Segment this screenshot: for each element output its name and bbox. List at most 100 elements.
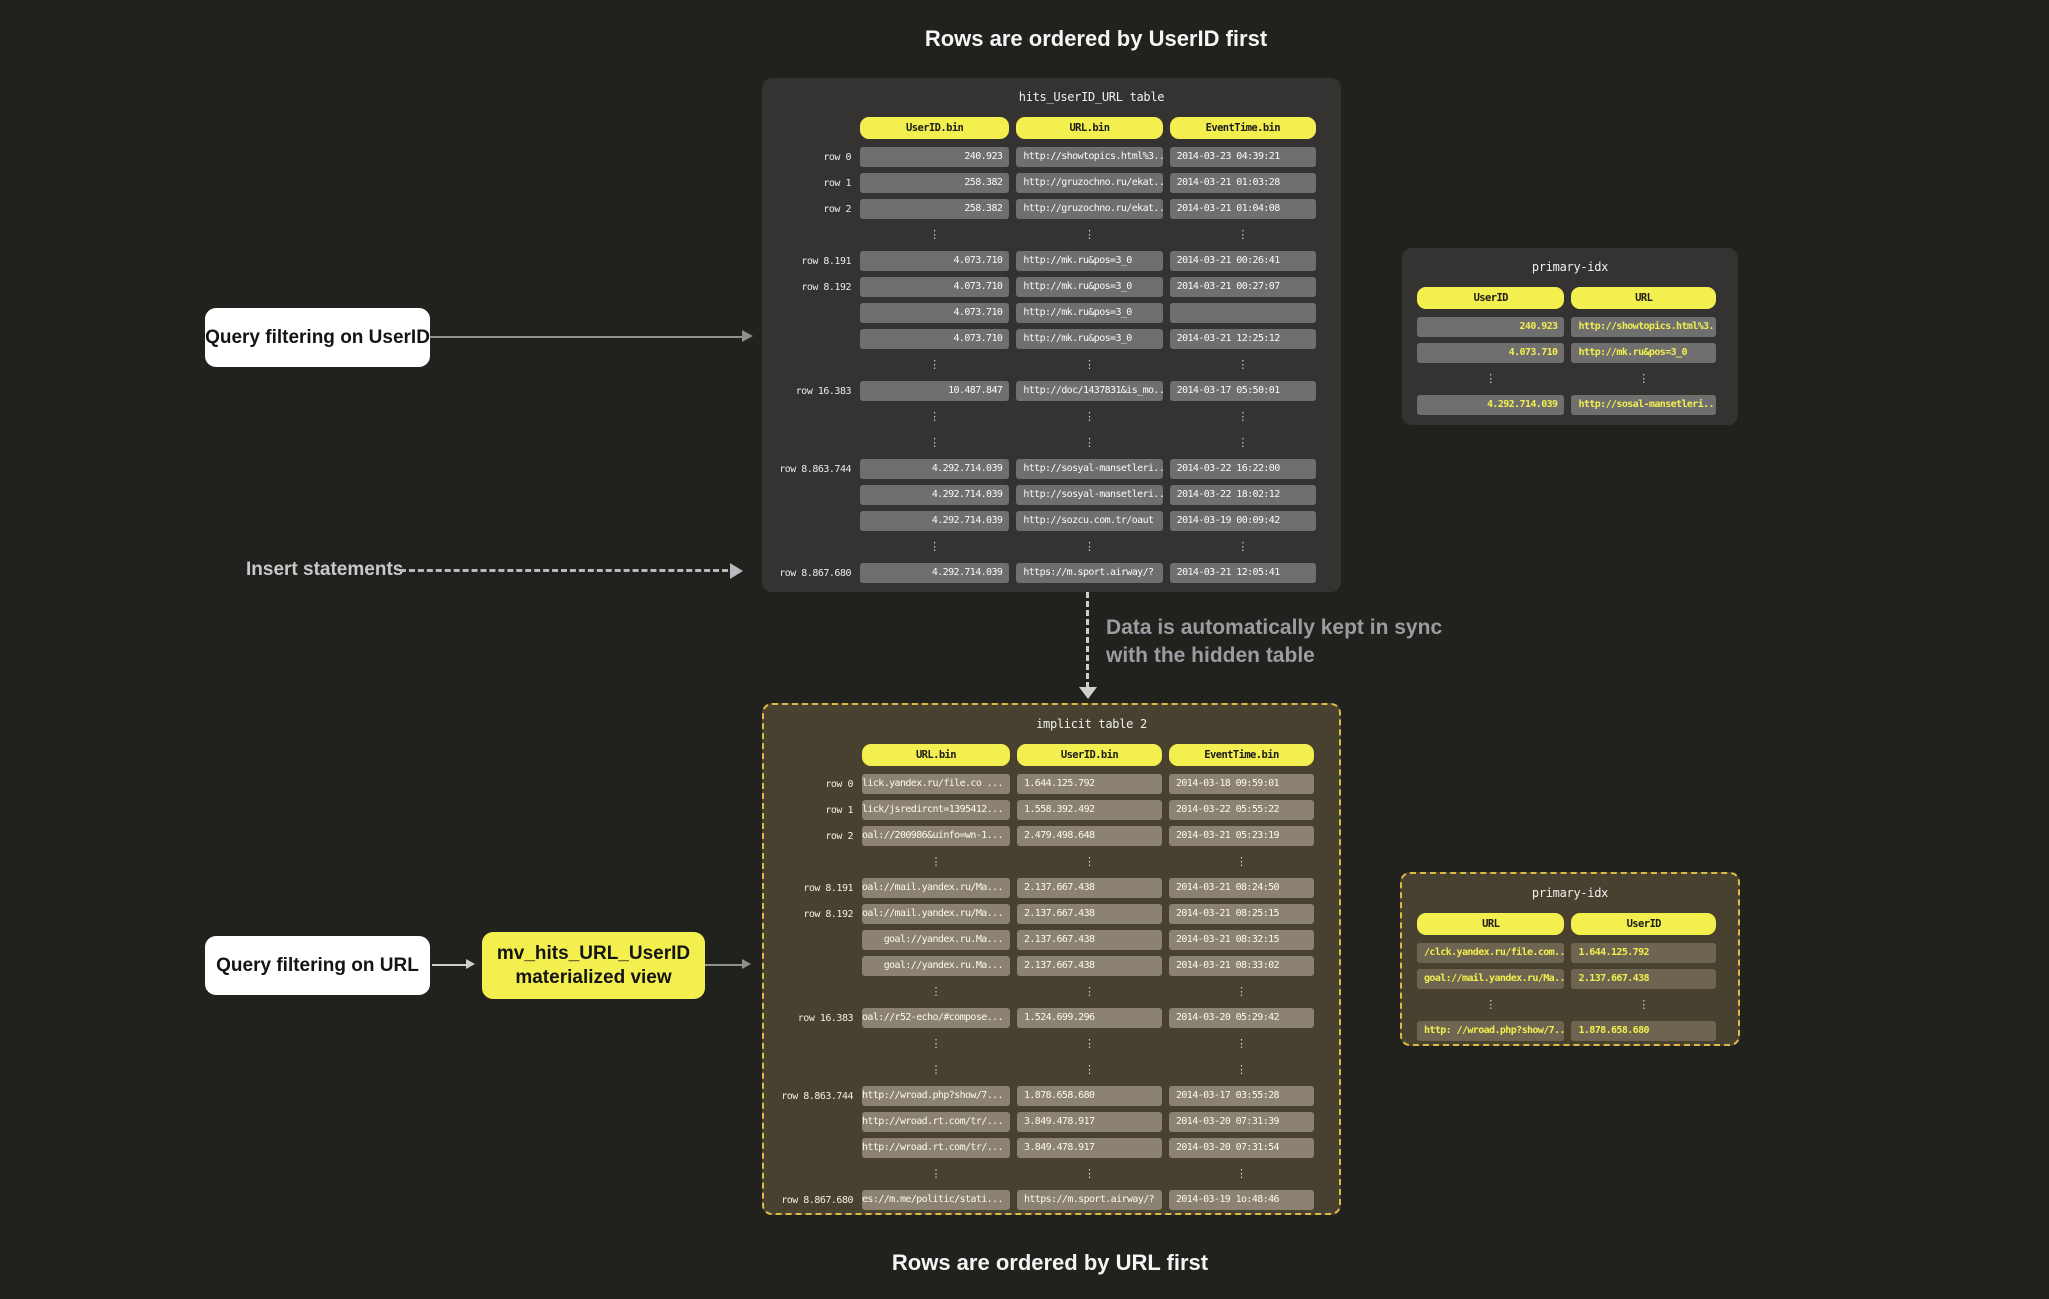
url-query-arrowhead-1-icon xyxy=(466,959,475,969)
table-cell: 4.073.710 xyxy=(860,303,1010,323)
table-cell: 2014-03-21 08:32:15 xyxy=(1168,930,1314,950)
table-cell: http://wroad.rt.com/tr/... xyxy=(862,1138,1010,1158)
ellipsis-row: ⋮⋮⋮ xyxy=(764,982,1321,1002)
ellipsis: ⋮ xyxy=(929,410,941,423)
table-cell: 2014-03-21 08:25:15 xyxy=(1168,904,1314,924)
column-header: UserID xyxy=(1571,913,1716,935)
table-title: hits_UserID_URL table xyxy=(1018,90,1165,104)
sync-note-line2: with the hidden table xyxy=(1106,644,1315,667)
table-cell: /clck.yandex.ru/file.com... xyxy=(1417,943,1565,963)
table-cell: 4.073.710 xyxy=(860,329,1010,349)
table-cell: goal://200986&uinfo=wn-1... xyxy=(862,826,1010,846)
table-cell: 2014-03-21 00:26:41 xyxy=(1169,251,1316,271)
row-label-gutter xyxy=(764,1164,862,1184)
table-cell: 2.137.667.438 xyxy=(1016,930,1162,950)
table-cell: 2014-03-20 05:29:42 xyxy=(1168,1008,1314,1028)
url-query-arrow-line-2 xyxy=(705,964,742,966)
row-label-gutter xyxy=(762,537,860,557)
row-label xyxy=(762,485,860,505)
insert-statements-arrow-line xyxy=(400,569,728,572)
table-cell: 3.849.478.917 xyxy=(1016,1112,1162,1132)
ellipsis-row: ⋮⋮⋮ xyxy=(764,1164,1321,1184)
table-cell: 258.382 xyxy=(860,173,1010,193)
table-cell: 2.137.667.438 xyxy=(1016,878,1162,898)
ellipsis-row: ⋮⋮⋮ xyxy=(762,433,1323,453)
table-cell: goal://mail.yandex.ru/Ma... xyxy=(862,878,1010,898)
table-cell: 4.073.710 xyxy=(860,277,1010,297)
insert-statements-arrowhead-icon xyxy=(730,563,743,579)
table-cell: 4.073.710 xyxy=(1417,343,1565,363)
url-query-arrow-line-1 xyxy=(432,964,466,966)
ellipsis: ⋮ xyxy=(1083,1037,1095,1050)
query-filtering-userid-label: Query filtering on UserID xyxy=(205,326,430,348)
ellipsis: ⋮ xyxy=(930,1063,942,1076)
table-cell: http://mk.ru&pos=3_0 xyxy=(1016,329,1163,349)
table-cell: http://wroad.rt.com/tr/... xyxy=(862,1112,1010,1132)
row-label xyxy=(762,303,860,323)
row-label: row 16.383 xyxy=(797,1012,854,1024)
ellipsis: ⋮ xyxy=(1237,540,1249,553)
ellipsis: ⋮ xyxy=(930,1037,942,1050)
table-row: row 1/click/jsredircnt=1395412...1.558.3… xyxy=(764,800,1321,820)
row-label xyxy=(762,511,860,531)
row-label-gutter xyxy=(764,744,862,766)
table-cell: 2.137.667.438 xyxy=(1571,969,1716,989)
table-cell: 4.292.714.039 xyxy=(860,459,1010,479)
sync-note-line1: Data is automatically kept in sync xyxy=(1106,616,1443,639)
row-label: row 8.867.680 xyxy=(781,1194,853,1206)
column-header: URL xyxy=(1417,913,1565,935)
ellipsis: ⋮ xyxy=(1237,436,1249,449)
table-cell: 240.923 xyxy=(860,147,1010,167)
table-row: goal://mail.yandex.ru/Ma... 2.137.667.438 xyxy=(1417,969,1723,989)
table-cell: 1.878.658.680 xyxy=(1016,1086,1162,1106)
header-row: URL UserID xyxy=(1417,913,1723,935)
table-cell: /click/jsredircnt=1395412... xyxy=(862,800,1010,820)
table-cell: 4.292.714.039 xyxy=(860,485,1010,505)
table-cell: goal://mail.yandex.ru/Ma... xyxy=(1417,969,1565,989)
query-filtering-url-label: Query filtering on URL xyxy=(216,954,419,976)
table-cell: http://showtopics.html%3... xyxy=(1016,147,1163,167)
row-label-gutter xyxy=(764,1060,862,1080)
ellipsis: ⋮ xyxy=(929,228,941,241)
table-cell: 2014-03-17 03:55:28 xyxy=(1168,1086,1314,1106)
table-cell: 2014-03-21 08:33:02 xyxy=(1168,956,1314,976)
row-label-gutter xyxy=(764,852,862,872)
table-cell: /click.yandex.ru/file.co ... xyxy=(862,774,1010,794)
table-cell: 1.644.125.792 xyxy=(1571,943,1716,963)
table-cell: 2014-03-21 12:05:41 xyxy=(1169,563,1316,583)
table-cell: 2.137.667.438 xyxy=(1016,904,1162,924)
table-title: implicit table 2 xyxy=(1036,717,1147,731)
row-label xyxy=(764,956,862,976)
table-cell: 2014-03-19 1o:48:46 xyxy=(1168,1190,1314,1210)
table-cell: 3.849.478.917 xyxy=(1016,1138,1162,1158)
table-row: row 0/click.yandex.ru/file.co ...1.644.1… xyxy=(764,774,1321,794)
row-label: row 8.191 xyxy=(803,882,853,894)
ellipsis-row: ⋮⋮⋮ xyxy=(764,1060,1321,1080)
table-cell: http://sozcu.com.tr/oaut xyxy=(1016,511,1163,531)
materialized-view-box: mv_hits_URL_UserID materialized view xyxy=(482,932,705,999)
column-header: URL xyxy=(1571,287,1716,309)
ellipsis: ⋮ xyxy=(1083,1063,1095,1076)
table-cell: 2014-03-19 00:09:42 xyxy=(1169,511,1316,531)
table-cell: 2014-03-22 18:02:12 xyxy=(1169,485,1316,505)
column-header: UserID.bin xyxy=(860,117,1010,139)
ellipsis-row: ⋮⋮⋮ xyxy=(762,537,1323,557)
row-label-gutter xyxy=(764,982,862,1002)
table-cell: 4.292.714.039 xyxy=(1417,395,1565,415)
ellipsis: ⋮ xyxy=(1485,998,1497,1011)
ellipsis-row: ⋮⋮⋮ xyxy=(764,852,1321,872)
